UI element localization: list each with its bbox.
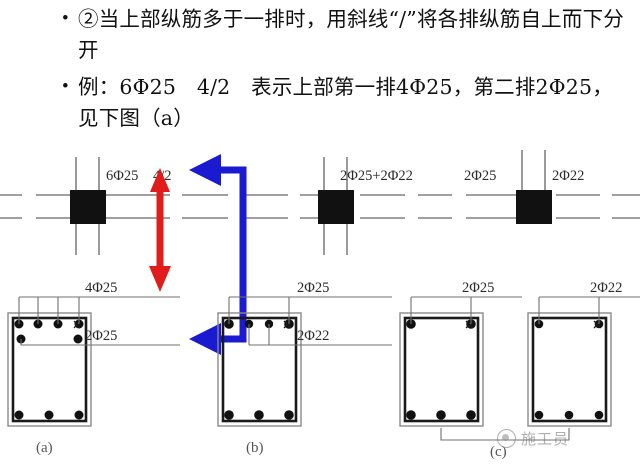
plan-view: 6Φ25 4/2 2Φ25+2Φ22 2Φ25 2Φ22 xyxy=(0,150,640,255)
watermark: 施工员 xyxy=(497,428,569,449)
column-middle xyxy=(318,157,354,255)
plan-label-right-left: 2Φ25 xyxy=(464,168,496,184)
watermark-logo-icon xyxy=(497,429,516,448)
red-double-arrow-annotation xyxy=(149,168,171,292)
section-c-left-label: 2Φ25 xyxy=(462,280,494,296)
section-b-caption: (b) xyxy=(246,440,264,456)
plan-label-left-span: 6Φ25 xyxy=(106,168,138,184)
beam-section-c-left: 2Φ25 xyxy=(399,280,522,427)
beam-section-b: 2Φ25 2Φ22 (b) xyxy=(217,280,392,456)
plan-label-middle-span: 2Φ25+2Φ22 xyxy=(340,168,413,184)
bullet-item: • ②当上部纵筋多于一排时，用斜线“/”将各排纵筋自上而下分开 xyxy=(0,4,640,66)
bullet-marker-icon: • xyxy=(62,76,69,97)
section-b-corner-label: 2Φ25 xyxy=(297,280,329,296)
column-left xyxy=(70,157,106,255)
section-c-caption: (c) xyxy=(490,444,507,460)
rebar-diagram: .gl { stroke:#808080; stroke-width:1.6; … xyxy=(0,140,640,467)
bullet-item: • 例：6Φ25 4/2 表示上部第一排4Φ25，第二排2Φ25，见下图（a） xyxy=(0,72,640,134)
bullet-text: 例：6Φ25 4/2 表示上部第一排4Φ25，第二排2Φ25，见下图（a） xyxy=(78,75,613,130)
diagram-svg: .gl { stroke:#808080; stroke-width:1.6; … xyxy=(0,150,640,460)
bullet-text: ②当上部纵筋多于一排时，用斜线“/”将各排纵筋自上而下分开 xyxy=(78,7,624,62)
watermark-text: 施工员 xyxy=(521,430,570,448)
section-a-caption: (a) xyxy=(36,440,53,456)
section-a-second-row-label: 2Φ25 xyxy=(85,328,117,344)
blue-bracket-arrow-annotation xyxy=(189,154,247,355)
beam-section-a: 4Φ25 2Φ25 (a) xyxy=(7,280,180,456)
section-c-right-label: 2Φ22 xyxy=(590,280,622,296)
section-a-top-row-label: 4Φ25 xyxy=(85,280,117,296)
bullet-marker-icon: • xyxy=(62,8,69,29)
column-right xyxy=(516,150,552,224)
plan-label-right-right: 2Φ22 xyxy=(552,168,584,184)
beam-section-c-right: 2Φ22 xyxy=(527,280,640,427)
section-b-middle-label: 2Φ22 xyxy=(297,328,329,344)
slide-text-block: • ②当上部纵筋多于一排时，用斜线“/”将各排纵筋自上而下分开 • 例：6Φ25… xyxy=(0,0,640,140)
